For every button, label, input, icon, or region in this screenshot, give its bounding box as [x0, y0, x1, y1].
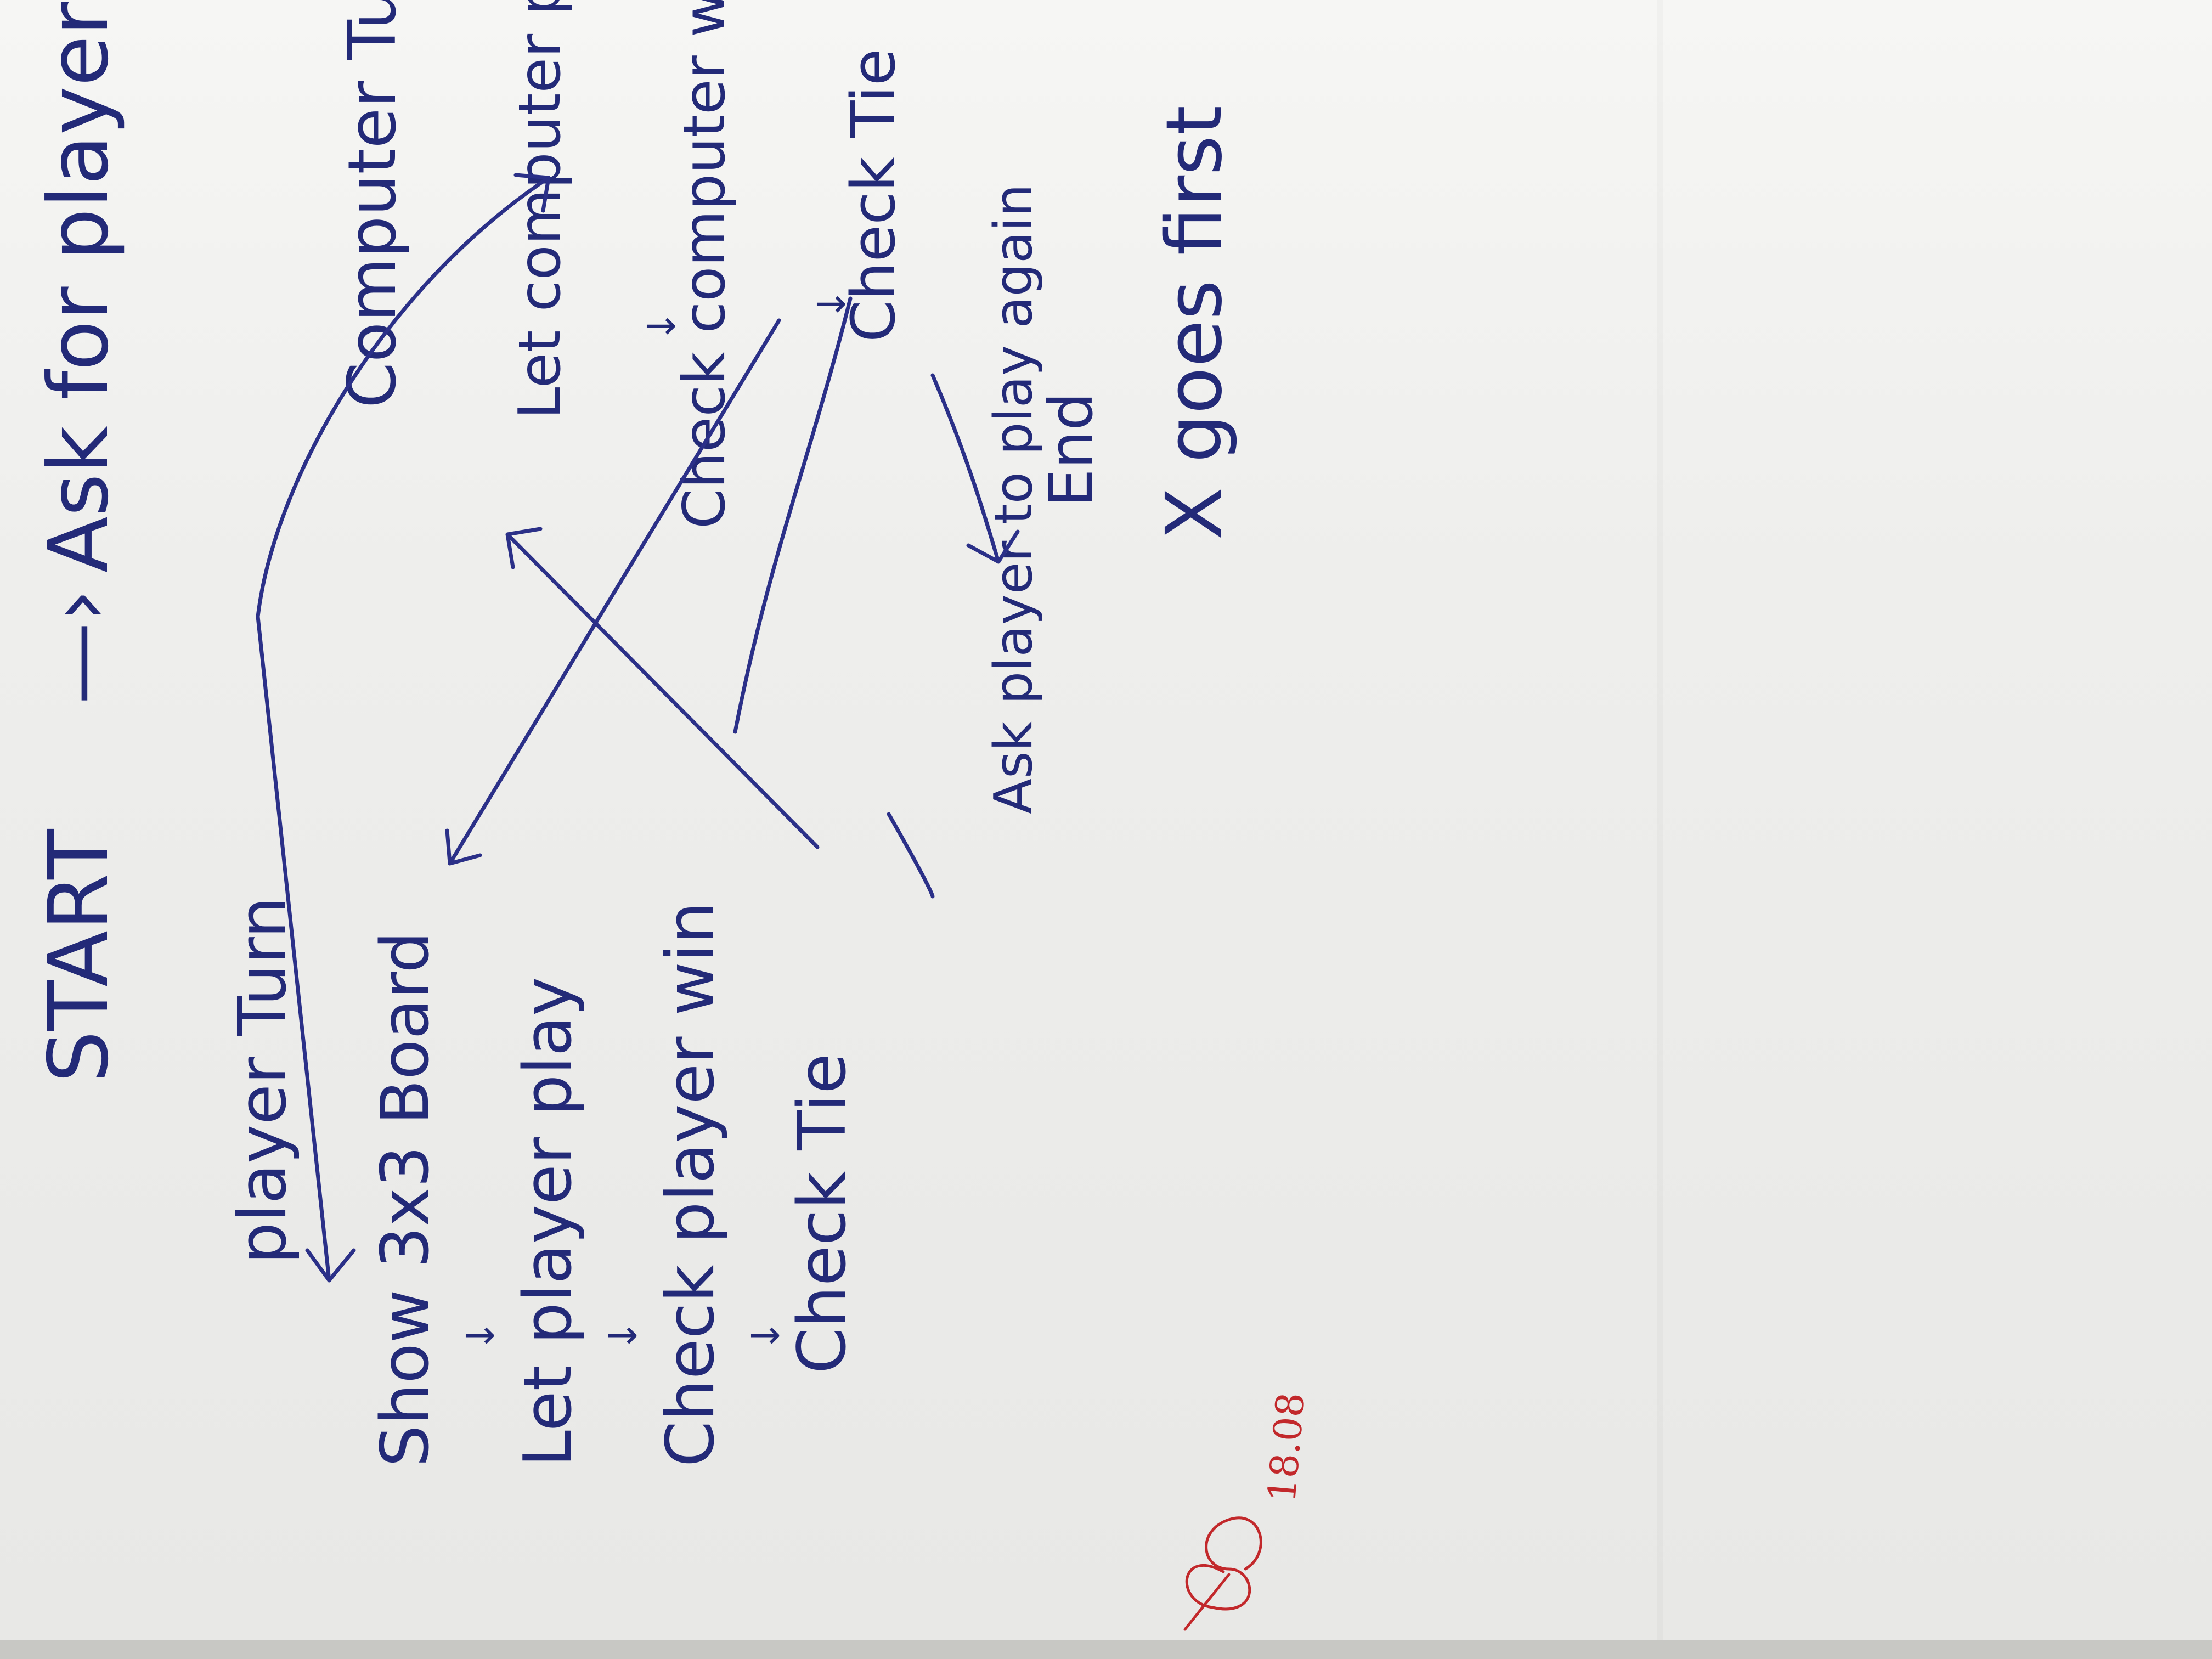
computer-step-check-tie: Check Tie — [838, 49, 909, 342]
player-step-check-tie: Check Tie — [785, 1053, 861, 1374]
x-first-node: X goes first — [1150, 105, 1239, 540]
player-turn-label: player Turn — [225, 896, 301, 1264]
signature-scribble — [1185, 1516, 1262, 1611]
player-step-show-board: Show 3x3 Board — [368, 932, 444, 1467]
arrow-player-to-computer — [505, 527, 820, 849]
signature-date: 18.08 — [1259, 1391, 1313, 1504]
ask-letter-node: Ask for player letter — [31, 0, 127, 573]
desk-edge — [0, 1640, 2212, 1659]
signature-stroke — [1183, 1573, 1231, 1631]
start-node: START — [31, 828, 127, 1083]
arrow-tie-hook — [887, 812, 935, 899]
arrow-to-computer-turn — [256, 173, 551, 619]
rotated-page: START —› Ask for player letter X goes fi… — [31, 0, 1239, 1467]
player-step-arrow-3: ↓ — [743, 1319, 788, 1352]
player-step-check-win: Check player win — [653, 902, 729, 1467]
player-step-arrow-2: ↓ — [601, 1319, 646, 1352]
computer-step-check-win: Check computer win — [671, 0, 738, 529]
computer-step-arrow-1: ↓ — [639, 310, 684, 342]
arrow-computer-to-player — [445, 318, 781, 866]
computer-step-let-play: Let computer play — [506, 0, 573, 419]
arrow-to-end — [930, 373, 1020, 564]
player-step-let-play: Let player play — [510, 977, 586, 1467]
computer-turn-label: Computer Turn — [335, 0, 411, 408]
start-arrow: —› — [31, 589, 127, 704]
arrow-to-player-turn — [256, 614, 356, 1283]
arrow-player-tie-to-again — [733, 296, 853, 734]
ask-again-node: Ask player to play again — [984, 184, 1044, 814]
signature: 18.08 — [1183, 1391, 1313, 1631]
end-node: End — [1036, 392, 1106, 507]
player-step-arrow-1: ↓ — [458, 1319, 503, 1352]
